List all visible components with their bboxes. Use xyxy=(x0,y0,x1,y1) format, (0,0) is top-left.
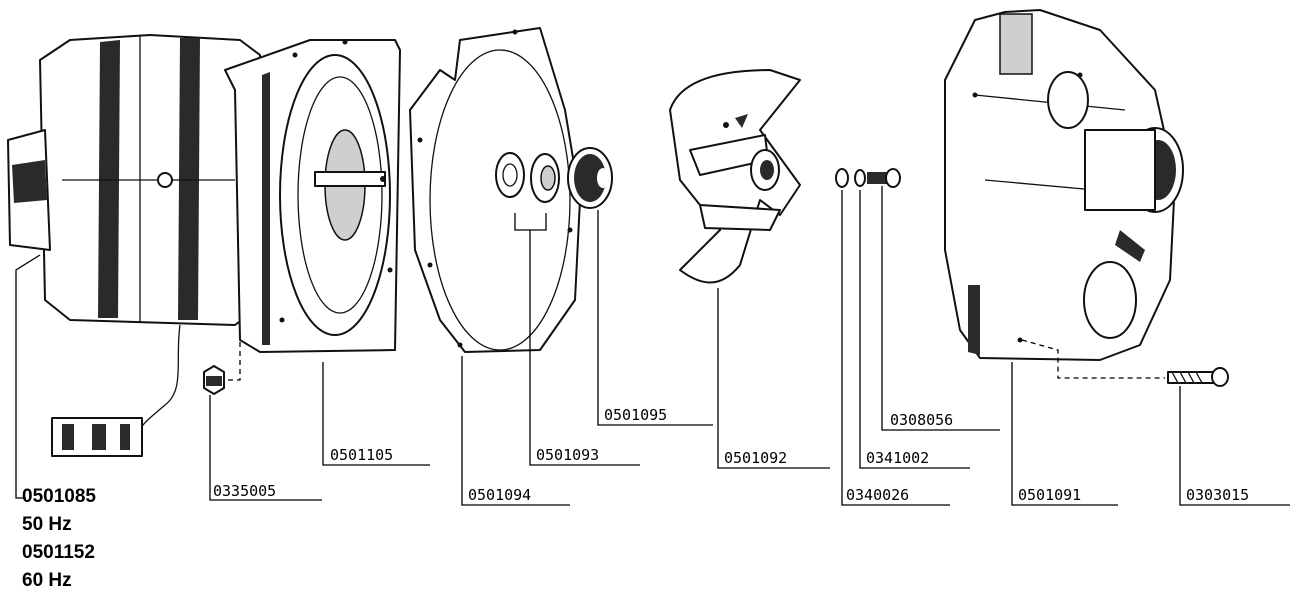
leader-0340026 xyxy=(841,190,950,506)
pump-housing-drawing xyxy=(944,9,1184,361)
leader-0501092 xyxy=(717,288,830,469)
leader-0341002 xyxy=(859,190,970,469)
part-label-seal-set: 0501093 xyxy=(536,446,599,464)
leader-0501093 xyxy=(529,230,640,466)
leader-0501095 xyxy=(597,210,713,426)
main-part-line-1: 0501085 xyxy=(22,486,96,507)
part-label-impeller: 0501092 xyxy=(724,449,787,467)
part-label-flange: 0501105 xyxy=(330,446,393,464)
part-label-gasket: 0501094 xyxy=(468,486,531,504)
washers-and-screw-drawing xyxy=(835,168,901,188)
leader-0335005 xyxy=(209,395,322,501)
part-label-lock-washer: 0341002 xyxy=(866,449,929,467)
leader-0501105 xyxy=(322,362,430,466)
part-label-housing-screw: 0303015 xyxy=(1186,486,1249,504)
leader-0303015 xyxy=(1179,386,1290,506)
part-label-bearing: 0501095 xyxy=(604,406,667,424)
impeller-drawing xyxy=(669,69,801,284)
part-label-impeller-screw: 0308056 xyxy=(890,411,953,429)
leader-main xyxy=(15,254,41,499)
housing-screw-assembly-line xyxy=(1021,339,1165,379)
nut-assembly-line xyxy=(228,340,241,381)
leader-0501091 xyxy=(1011,362,1118,506)
part-label-pump-housing: 0501091 xyxy=(1018,486,1081,504)
main-part-line-3: 0501152 xyxy=(22,542,95,563)
main-part-line-2: 50 Hz xyxy=(22,514,72,535)
seal-and-bearing-drawing xyxy=(495,147,613,231)
main-part-line-4: 60 Hz xyxy=(22,570,72,591)
housing-screw-drawing xyxy=(1167,367,1229,387)
leader-0308056 xyxy=(881,186,1000,431)
part-label-nut: 0335005 xyxy=(213,482,276,500)
leader-0501094 xyxy=(461,356,570,506)
nut-drawing xyxy=(203,365,225,395)
motor-drawing xyxy=(7,34,401,457)
part-label-washer: 0340026 xyxy=(846,486,909,504)
